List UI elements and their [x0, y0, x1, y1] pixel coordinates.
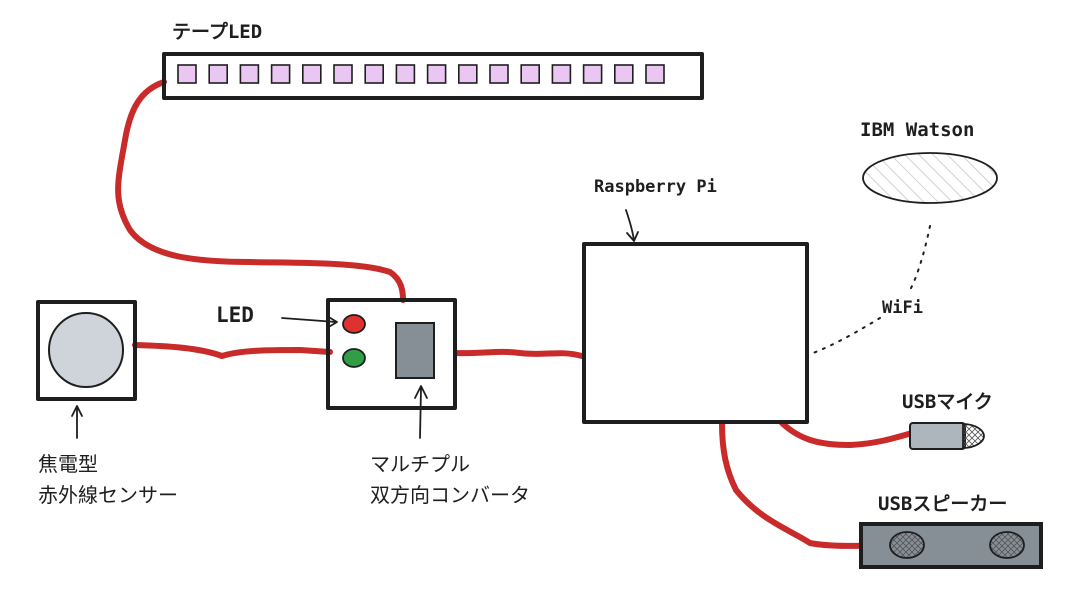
- red-led: [342, 314, 366, 334]
- raspberry-pi-pointer-arrow: [625, 209, 639, 242]
- led-cell: [426, 64, 447, 84]
- speaker-cone-left: [889, 531, 925, 559]
- converter-label-line2: 双方向コンバータ: [370, 483, 530, 507]
- led-cells: [177, 64, 665, 84]
- speaker-cone-right: [989, 531, 1025, 559]
- ibm-watson-cloud: [862, 152, 998, 204]
- led-cell: [520, 64, 541, 84]
- led-cell: [395, 64, 416, 84]
- wire-raspberry-pi-to-mic: [779, 420, 915, 448]
- raspberry-pi-label: Raspberry Pi: [594, 177, 717, 197]
- usb-microphone: [909, 422, 985, 450]
- tape-led-label: テープLED: [172, 20, 262, 43]
- usb-speaker-label: USBスピーカー: [878, 493, 1007, 515]
- led-cell: [489, 64, 509, 84]
- sensor-lens: [48, 312, 124, 388]
- led-cell: [551, 64, 572, 84]
- led-cell: [177, 64, 197, 84]
- pyroelectric-sensor: [36, 300, 137, 401]
- led-cell: [582, 64, 603, 84]
- converter-pointer-arrow: [414, 385, 428, 439]
- level-converter-board: [326, 298, 457, 410]
- usb-mic-label: USBマイク: [902, 391, 993, 413]
- led-cell: [333, 64, 353, 84]
- led-cell: [239, 64, 260, 84]
- tape-led-strip: [162, 52, 704, 100]
- wire-raspberry-pi-to-speaker: [719, 420, 889, 549]
- led-cell: [457, 64, 478, 84]
- sensor-label-line2: 赤外線センサー: [38, 483, 178, 507]
- wire-tape-led-to-converter: [115, 79, 406, 303]
- led-cell: [208, 64, 228, 84]
- wire-converter-to-raspberry-pi: [453, 348, 585, 359]
- led-label: LED: [216, 303, 254, 327]
- sensor-pointer-arrow: [71, 405, 83, 439]
- led-pointer-arrow: [281, 315, 338, 329]
- led-cell: [301, 64, 322, 84]
- led-cell: [270, 64, 291, 84]
- ibm-watson-label: IBM Watson: [860, 119, 974, 141]
- wifi-link: [807, 225, 931, 356]
- led-cell: [613, 64, 634, 84]
- converter-label-line1: マルチプル: [370, 452, 470, 476]
- green-led: [342, 348, 366, 368]
- wire-sensor-to-converter: [132, 342, 333, 359]
- led-cell: [364, 64, 385, 84]
- usb-speaker: [859, 522, 1043, 569]
- converter-chip: [395, 322, 435, 379]
- wifi-label: WiFi: [882, 298, 923, 318]
- led-cell: [645, 64, 665, 84]
- raspberry-pi-board: [582, 242, 809, 424]
- sensor-label-line1: 焦電型: [38, 452, 98, 476]
